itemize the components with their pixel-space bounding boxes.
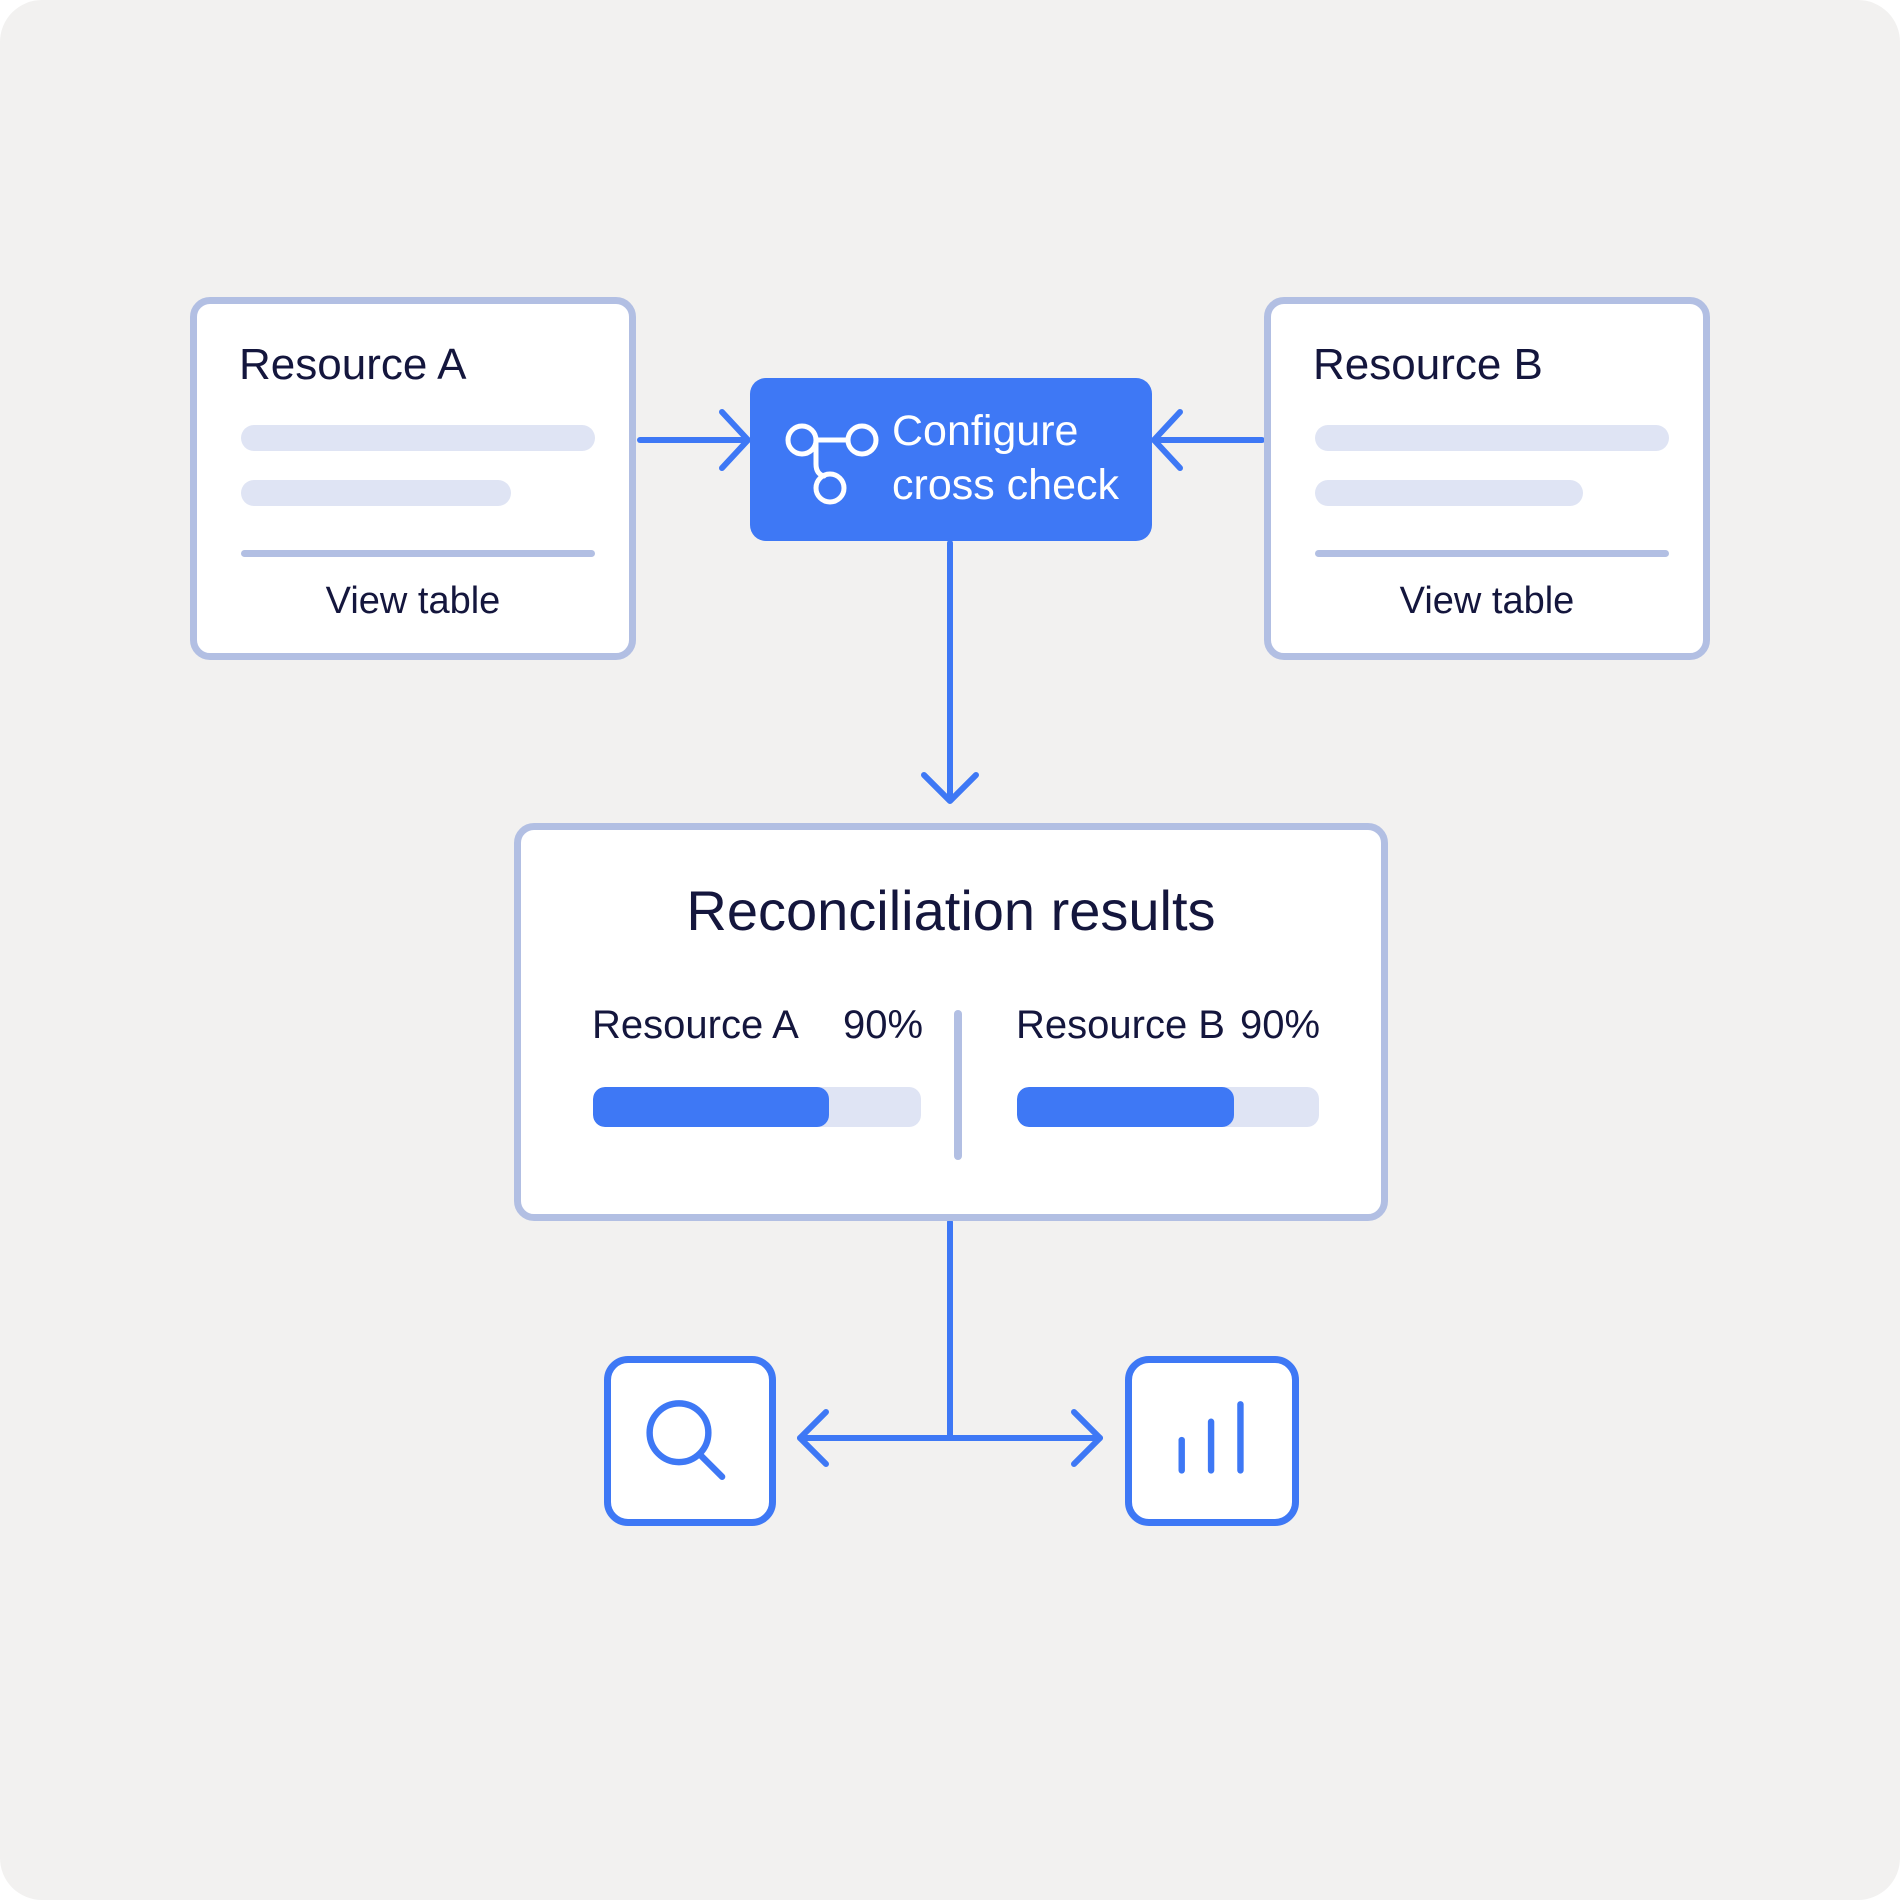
resource-b-card: Resource B View table (1264, 297, 1710, 660)
resource-b-view-table-link[interactable]: View table (1399, 580, 1575, 622)
arrowhead-to-chart (1071, 1409, 1103, 1467)
arrowhead-b-to-config (1151, 409, 1183, 471)
result-resource-b-progress-fill (1017, 1087, 1235, 1127)
result-resource-b-label: Resource B (1016, 1003, 1225, 1047)
configure-cross-check-button[interactable]: Configure cross check (750, 378, 1152, 541)
result-resource-a-progress-fill (593, 1087, 830, 1127)
result-resource-b-progress (1017, 1087, 1319, 1127)
result-resource-a-percent: 90% (843, 1003, 924, 1047)
resource-a-title: Resource A (239, 340, 467, 389)
result-resource-b-percent: 90% (1240, 1003, 1321, 1047)
placeholder-line (1315, 480, 1583, 506)
card-divider (241, 550, 595, 557)
configure-label: Configure cross check (892, 404, 1119, 512)
configure-label-line1: Configure (892, 407, 1079, 455)
placeholder-line (241, 480, 511, 506)
resource-a-view-table-link[interactable]: View table (325, 580, 501, 622)
result-resource-a-label: Resource A (592, 1003, 799, 1047)
search-button[interactable] (604, 1356, 776, 1526)
results-separator (954, 1010, 962, 1160)
magnifier-search-icon (646, 1400, 726, 1480)
result-resource-a-progress (593, 1087, 921, 1127)
card-divider (1315, 550, 1669, 557)
results-title: Reconciliation results (686, 879, 1216, 942)
resource-b-title: Resource B (1313, 340, 1543, 389)
arrowhead-to-search (797, 1409, 829, 1467)
chart-button[interactable] (1125, 1356, 1299, 1526)
arrowhead-config-to-results (921, 772, 979, 804)
placeholder-line (241, 425, 595, 451)
placeholder-line (1315, 425, 1669, 451)
bar-chart-icon (1178, 1401, 1244, 1474)
arrowhead-a-to-config (719, 409, 751, 471)
configure-label-line2: cross check (892, 461, 1120, 509)
resource-a-card: Resource A View table (190, 297, 636, 660)
workflow-nodes-icon (785, 423, 879, 505)
reconciliation-results-card: Reconciliation results Resource A 90% Re… (514, 823, 1388, 1221)
